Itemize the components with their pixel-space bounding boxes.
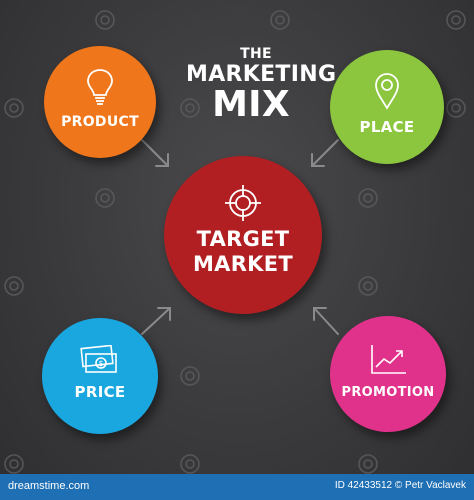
title-line-3: MIX — [212, 84, 290, 125]
title-line-2: MARKETING — [186, 62, 337, 87]
center-label-line-1: TARGET — [196, 227, 290, 251]
arrow-promotion-to-center — [313, 307, 339, 335]
watermark-spiral-icon — [95, 10, 115, 30]
crosshair-target-icon — [225, 185, 261, 221]
promotion-label: PROMOTION — [341, 384, 435, 400]
arrow-price-to-center — [141, 307, 171, 335]
watermark-spiral-icon — [446, 10, 466, 30]
watermark-layer — [4, 10, 466, 474]
watermark-spiral-icon — [4, 98, 24, 118]
target-market-node: TARGET MARKET — [164, 156, 322, 314]
arrow-product-to-center — [141, 139, 169, 167]
watermark-spiral-icon — [358, 454, 378, 474]
footer-id: ID 42433512 © Petr Vaclavek — [334, 480, 466, 491]
watermark-spiral-icon — [95, 188, 115, 208]
lightbulb-icon — [87, 69, 113, 105]
watermark-spiral-icon — [4, 276, 24, 296]
promotion-node: PROMOTION — [330, 316, 446, 432]
product-node: PRODUCT — [44, 46, 156, 158]
price-node: $ PRICE — [42, 318, 158, 434]
watermark-spiral-icon — [358, 188, 378, 208]
growth-chart-icon — [371, 344, 406, 374]
watermark-spiral-icon — [4, 454, 24, 474]
arrow-place-to-center — [311, 139, 339, 167]
money-icon: $ — [80, 345, 117, 373]
watermark-spiral-icon — [358, 276, 378, 296]
place-label: PLACE — [359, 118, 415, 136]
price-label: PRICE — [74, 383, 126, 401]
map-pin-icon — [375, 73, 399, 110]
watermark-spiral-icon — [270, 10, 290, 30]
svg-text:$: $ — [99, 359, 104, 368]
watermark-spiral-icon — [180, 366, 200, 386]
title-line-1: THE — [240, 46, 272, 62]
connector-arrows — [141, 139, 339, 335]
place-node: PLACE — [330, 50, 444, 164]
center-label-line-2: MARKET — [192, 252, 294, 276]
watermark-spiral-icon — [446, 98, 466, 118]
watermark-spiral-icon — [180, 98, 200, 118]
footer-site: dreamstime.com — [8, 480, 90, 492]
watermark-spiral-icon — [180, 454, 200, 474]
footer-bar: dreamstime.com ID 42433512 © Petr Vaclav… — [0, 474, 474, 500]
product-label: PRODUCT — [61, 114, 139, 130]
